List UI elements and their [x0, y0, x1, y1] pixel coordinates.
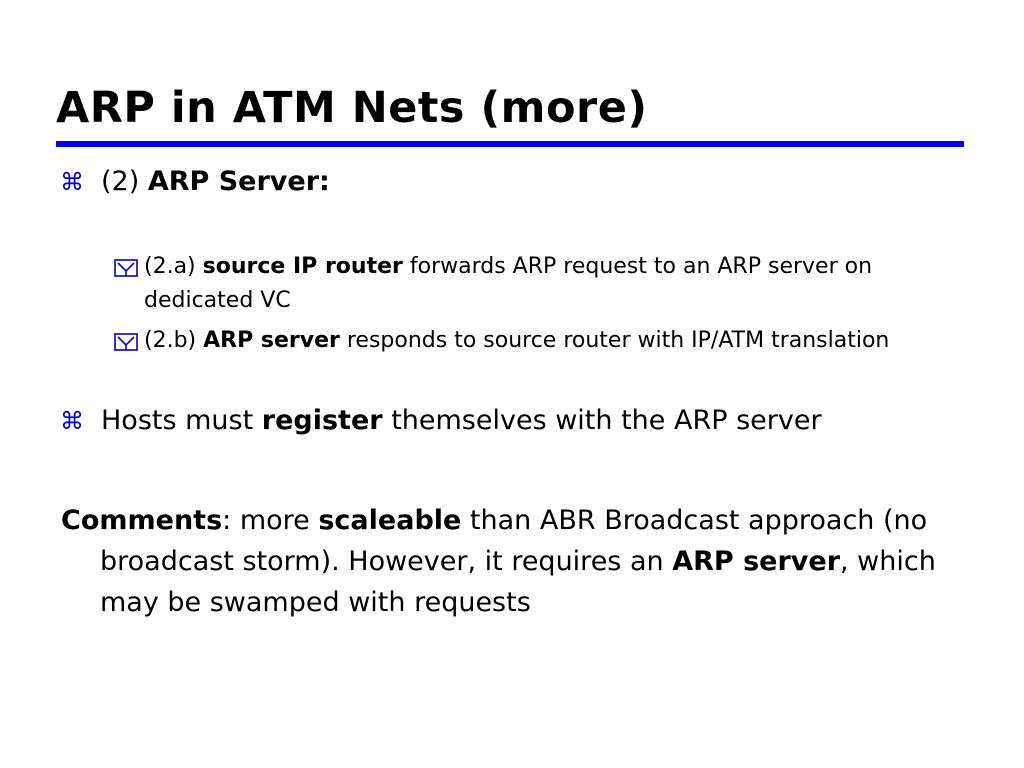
sub-bullet-bold: source IP router [202, 254, 403, 279]
bullet-plain-text: (2) [101, 166, 148, 197]
sub-bullet-lead: (2.a) [144, 254, 203, 279]
comments-text: : more [222, 505, 319, 536]
title-underline [56, 141, 964, 147]
sub-bullet-rest: forwards ARP request to an ARP server on… [144, 254, 873, 313]
sub-bullet-text: (2.a) source IP router forwards ARP requ… [144, 250, 954, 318]
checkbox-check-icon [114, 333, 138, 351]
comments-label: Comments [61, 505, 223, 536]
sub-bullet-lead: (2.b) [144, 328, 204, 353]
bullet-bold-text: ARP Server: [147, 166, 330, 197]
bullet-arp-server: ⌘ (2) ARP Server: [60, 164, 960, 200]
sub-bullet-2a: (2.a) source IP router forwards ARP requ… [114, 250, 954, 318]
comments-text: than ABR Broadcast approach (no broadcas… [100, 505, 928, 577]
comments-bold-arp-server: ARP server [672, 546, 841, 577]
bullet-rest-text: themselves with the ARP server [382, 405, 822, 436]
sub-bullet-2b: (2.b) ARP server responds to source rout… [114, 324, 954, 358]
slide-title: ARP in ATM Nets (more) [56, 83, 648, 133]
bullet-hosts-register: ⌘ Hosts must register themselves with th… [60, 403, 960, 439]
sub-bullet-text: (2.b) ARP server responds to source rout… [144, 324, 954, 358]
command-key-icon: ⌘ [60, 407, 84, 435]
command-key-icon: ⌘ [60, 168, 84, 196]
comments-bold-scaleable: scaleable [318, 505, 462, 536]
comments-paragraph: Comments: more scaleable than ABR Broadc… [61, 500, 1000, 623]
comments-text: , which may be swamped with requests [100, 546, 936, 618]
bullet-text: Hosts must register themselves with the … [101, 403, 960, 439]
bullet-text: (2) ARP Server: [101, 164, 960, 200]
bullet-bold-text: register [261, 405, 383, 436]
sub-bullet-rest: responds to source router with IP/ATM tr… [339, 328, 890, 353]
sub-bullet-bold: ARP server [203, 328, 340, 353]
bullet-plain-text: Hosts must [101, 405, 262, 436]
checkbox-check-icon [114, 259, 138, 277]
